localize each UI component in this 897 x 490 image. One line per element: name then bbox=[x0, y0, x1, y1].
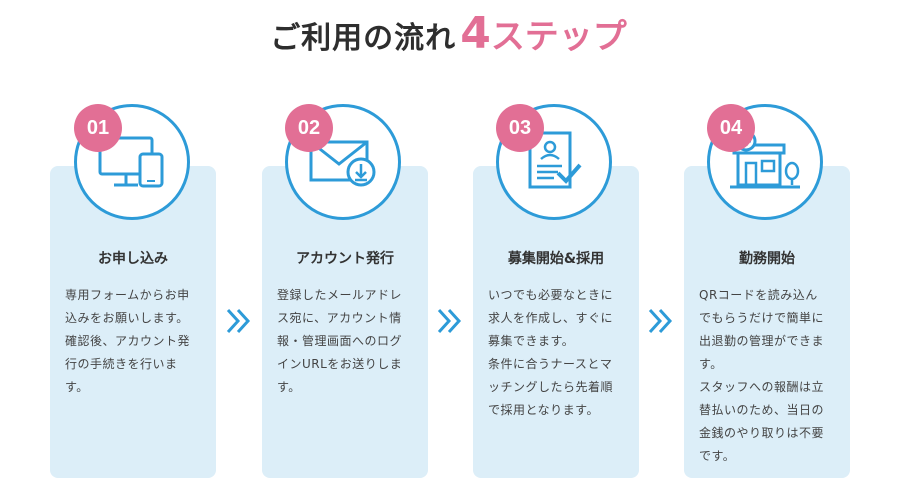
step-badge-3: 03 bbox=[496, 104, 544, 152]
devices-icon bbox=[98, 136, 164, 188]
resume-check-icon bbox=[528, 131, 582, 189]
step-description-4: QRコードを読み込ん でもらうだけで簡単に 出退勤の管理ができま す。 スタッフ… bbox=[699, 288, 825, 463]
step-title-3: 募集開始&採用 bbox=[507, 251, 605, 267]
next-step-arrow-icon bbox=[437, 308, 462, 334]
page-title: ご利用の流れ4ステップ bbox=[0, 8, 897, 59]
next-step-arrow-icon bbox=[226, 308, 251, 334]
title-step-count: 4 bbox=[460, 8, 491, 59]
step-title-2: アカウント発行 bbox=[296, 251, 394, 267]
title-main: ご利用の流れ bbox=[270, 21, 457, 56]
step-badge-1: 01 bbox=[74, 104, 122, 152]
title-suffix: ステップ bbox=[490, 17, 627, 57]
mail-download-icon bbox=[309, 140, 376, 187]
step-title-1: お申し込み bbox=[98, 251, 168, 267]
step-description-1: 専用フォームからお申 込みをお願いします。 確認後、アカウント発 行の手続きを行… bbox=[65, 288, 191, 394]
step-badge-4: 04 bbox=[707, 104, 755, 152]
step-description-2: 登録したメールアドレ ス宛に、アカウント情 報・管理画面へのログ インURLをお… bbox=[277, 288, 403, 394]
step-description-3: いつでも必要なときに 求人を作成し、すぐに 募集できます。 条件に合うナースとマ… bbox=[488, 288, 614, 417]
next-step-arrow-icon bbox=[648, 308, 673, 334]
step-title-4: 勤務開始 bbox=[739, 251, 795, 267]
step-badge-2: 02 bbox=[285, 104, 333, 152]
step-icon-circle-2 bbox=[285, 104, 401, 220]
